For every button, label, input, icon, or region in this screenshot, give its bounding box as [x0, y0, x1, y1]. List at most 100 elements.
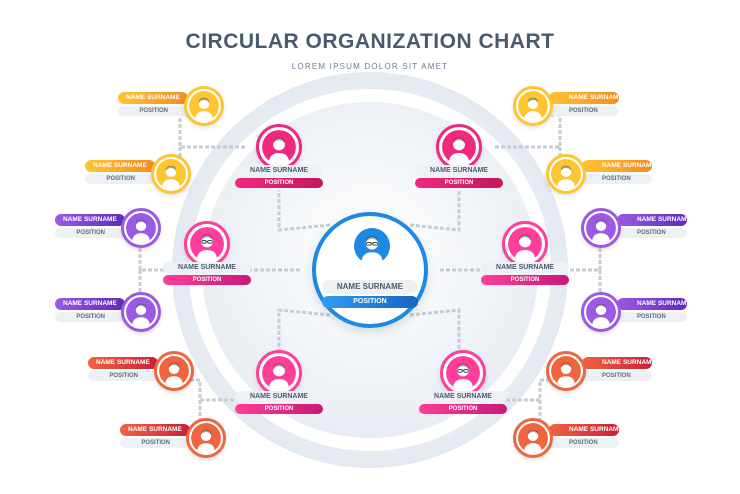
- outer-position-3: POSITION: [85, 174, 155, 184]
- inner-name-5: NAME SURNAME: [235, 391, 323, 403]
- outer-label-10: NAME SURNAME POSITION: [582, 357, 656, 381]
- outer-label-8: NAME SURNAME POSITION: [617, 298, 691, 322]
- outer-name-8: NAME SURNAME: [617, 298, 691, 310]
- person-icon: [262, 130, 296, 164]
- outer-avatar-2: [513, 86, 553, 126]
- outer-avatar-9: [154, 351, 194, 391]
- center-label: NAME SURNAME POSITION: [322, 280, 418, 308]
- outer-position-4: POSITION: [582, 174, 652, 184]
- outer-avatar-10: [546, 351, 586, 391]
- outer-label-5: NAME SURNAME POSITION: [55, 214, 125, 238]
- inner-name-3: NAME SURNAME: [163, 262, 251, 274]
- inner-position-6: POSITION: [419, 404, 507, 414]
- outer-label-2: NAME SURNAME POSITION: [549, 92, 623, 116]
- outer-avatar-3: [151, 154, 191, 194]
- outer-name-10: NAME SURNAME: [582, 357, 656, 369]
- inner-avatar-4: [502, 221, 548, 267]
- outer-position-6: POSITION: [617, 228, 687, 238]
- inner-position-5: POSITION: [235, 404, 323, 414]
- inner-avatar-6: [440, 350, 486, 396]
- outer-name-2: NAME SURNAME: [549, 92, 623, 104]
- connector-center-inner-2: [409, 190, 461, 232]
- outer-name-11: NAME SURNAME: [120, 424, 190, 436]
- inner-name-1: NAME SURNAME: [235, 165, 323, 177]
- outer-avatar-6: [581, 208, 621, 248]
- person-icon: [262, 356, 296, 390]
- outer-name-9: NAME SURNAME: [88, 357, 158, 369]
- inner-name-6: NAME SURNAME: [419, 391, 507, 403]
- inner-avatar-2: [436, 124, 482, 170]
- person-icon: [586, 297, 616, 327]
- person-glasses-icon: [354, 228, 390, 264]
- person-icon: [126, 213, 156, 243]
- outer-avatar-12: [513, 418, 553, 458]
- outer-name-5: NAME SURNAME: [55, 214, 125, 226]
- outer-position-7: POSITION: [55, 312, 125, 322]
- connector-center-inner-1: [277, 190, 331, 232]
- connector-center-inner-6: [409, 308, 461, 350]
- person-icon: [442, 130, 476, 164]
- inner-name-2: NAME SURNAME: [415, 165, 503, 177]
- outer-label-6: NAME SURNAME POSITION: [617, 214, 691, 238]
- person-glasses-icon: [190, 227, 224, 261]
- outer-avatar-7: [121, 292, 161, 332]
- outer-position-8: POSITION: [617, 312, 687, 322]
- outer-avatar-1: [184, 86, 224, 126]
- outer-position-11: POSITION: [120, 438, 190, 448]
- outer-label-1: NAME SURNAME POSITION: [118, 92, 188, 116]
- outer-position-5: POSITION: [55, 228, 125, 238]
- outer-name-6: NAME SURNAME: [617, 214, 691, 226]
- outer-label-3: NAME SURNAME POSITION: [85, 160, 155, 184]
- inner-position-2: POSITION: [415, 178, 503, 188]
- person-glasses-icon: [446, 356, 480, 390]
- outer-avatar-5: [121, 208, 161, 248]
- outer-name-1: NAME SURNAME: [118, 92, 188, 104]
- person-icon: [551, 356, 581, 386]
- outer-name-7: NAME SURNAME: [55, 298, 125, 310]
- outer-avatar-8: [581, 292, 621, 332]
- center-avatar: [312, 212, 428, 328]
- chart-subtitle: LOREM IPSUM DOLOR SIT AMET: [291, 62, 449, 71]
- person-icon: [189, 91, 219, 121]
- person-icon: [518, 91, 548, 121]
- outer-label-12: NAME SURNAME POSITION: [549, 424, 623, 448]
- person-icon: [508, 227, 542, 261]
- person-icon: [159, 356, 189, 386]
- connector-center-inner-5: [277, 308, 331, 350]
- person-icon: [586, 213, 616, 243]
- center-name: NAME SURNAME: [322, 280, 418, 294]
- person-icon: [126, 297, 156, 327]
- outer-avatar-4: [546, 154, 586, 194]
- inner-avatar-3: [184, 221, 230, 267]
- inner-avatar-5: [256, 350, 302, 396]
- inner-position-3: POSITION: [163, 275, 251, 285]
- person-icon: [551, 159, 581, 189]
- person-icon: [518, 423, 548, 453]
- outer-position-2: POSITION: [549, 106, 619, 116]
- outer-position-9: POSITION: [88, 371, 158, 381]
- outer-position-12: POSITION: [549, 438, 619, 448]
- inner-avatar-1: [256, 124, 302, 170]
- outer-avatar-11: [186, 418, 226, 458]
- outer-name-3: NAME SURNAME: [85, 160, 155, 172]
- person-icon: [191, 423, 221, 453]
- inner-name-4: NAME SURNAME: [481, 262, 569, 274]
- person-icon: [156, 159, 186, 189]
- outer-label-9: NAME SURNAME POSITION: [88, 357, 158, 381]
- outer-position-10: POSITION: [582, 371, 652, 381]
- outer-label-4: NAME SURNAME POSITION: [582, 160, 656, 184]
- chart-title: CIRCULAR ORGANIZATION CHART: [185, 30, 555, 53]
- outer-name-4: NAME SURNAME: [582, 160, 656, 172]
- outer-position-1: POSITION: [118, 106, 188, 116]
- center-position: POSITION: [322, 296, 418, 308]
- inner-position-1: POSITION: [235, 178, 323, 188]
- outer-name-12: NAME SURNAME: [549, 424, 623, 436]
- outer-label-7: NAME SURNAME POSITION: [55, 298, 125, 322]
